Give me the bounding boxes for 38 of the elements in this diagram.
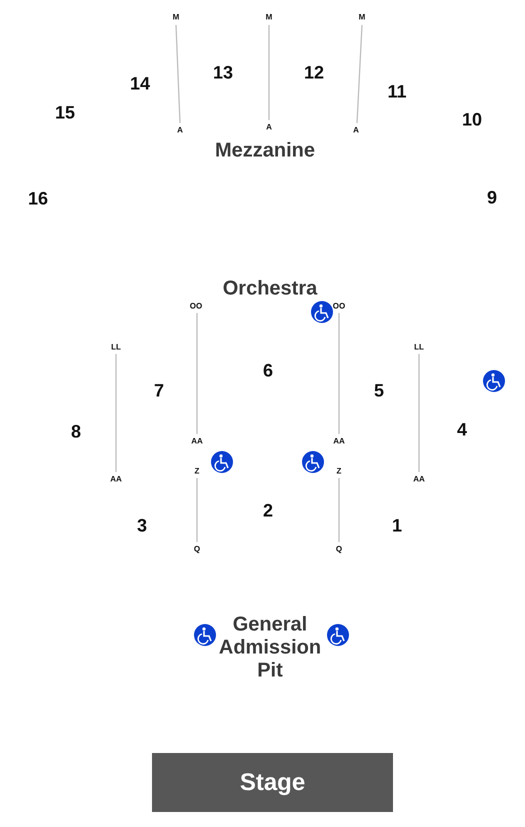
section-number: 7 (154, 380, 164, 402)
row-letter: LL (111, 342, 121, 352)
row-letter: AA (333, 436, 345, 446)
row-letter: M (172, 12, 180, 22)
section-number: 10 (462, 110, 482, 130)
area-name: Mezzanine (214, 140, 316, 162)
row-letter: AA (413, 474, 425, 484)
section-number: 14 (130, 74, 150, 94)
row-letter: Z (336, 466, 342, 476)
section-number: 16 (28, 188, 48, 210)
area-name: General Admission Pit (218, 614, 322, 682)
section-number: 1 (392, 516, 402, 536)
row-letter: Q (336, 544, 342, 554)
section-number: 11 (387, 82, 407, 102)
area-name: Orchestra (222, 278, 318, 300)
section-number: 8 (71, 422, 81, 442)
row-letter: A (266, 122, 272, 132)
section-number: 5 (374, 380, 384, 402)
row-letter: Z (194, 466, 200, 476)
section-number: 13 (212, 62, 234, 84)
section-number: 2 (263, 500, 273, 522)
section-number: 3 (137, 516, 147, 536)
section-number: 4 (457, 420, 467, 440)
section-number: 9 (487, 188, 497, 208)
row-letter: LL (414, 342, 424, 352)
row-letter: AA (110, 474, 122, 484)
row-letter: M (266, 12, 272, 22)
stage-block: Stage (152, 753, 393, 812)
row-letter: Q (194, 544, 200, 554)
section-number: 6 (263, 360, 273, 382)
row-letter: A (177, 125, 183, 135)
section-number: 12 (304, 62, 324, 84)
section-number: 15 (54, 102, 76, 124)
row-letter: A (353, 125, 359, 135)
row-letter: OO (190, 301, 202, 311)
row-letter: OO (332, 301, 346, 311)
row-letter: M (358, 12, 366, 22)
row-letter: AA (191, 436, 203, 446)
